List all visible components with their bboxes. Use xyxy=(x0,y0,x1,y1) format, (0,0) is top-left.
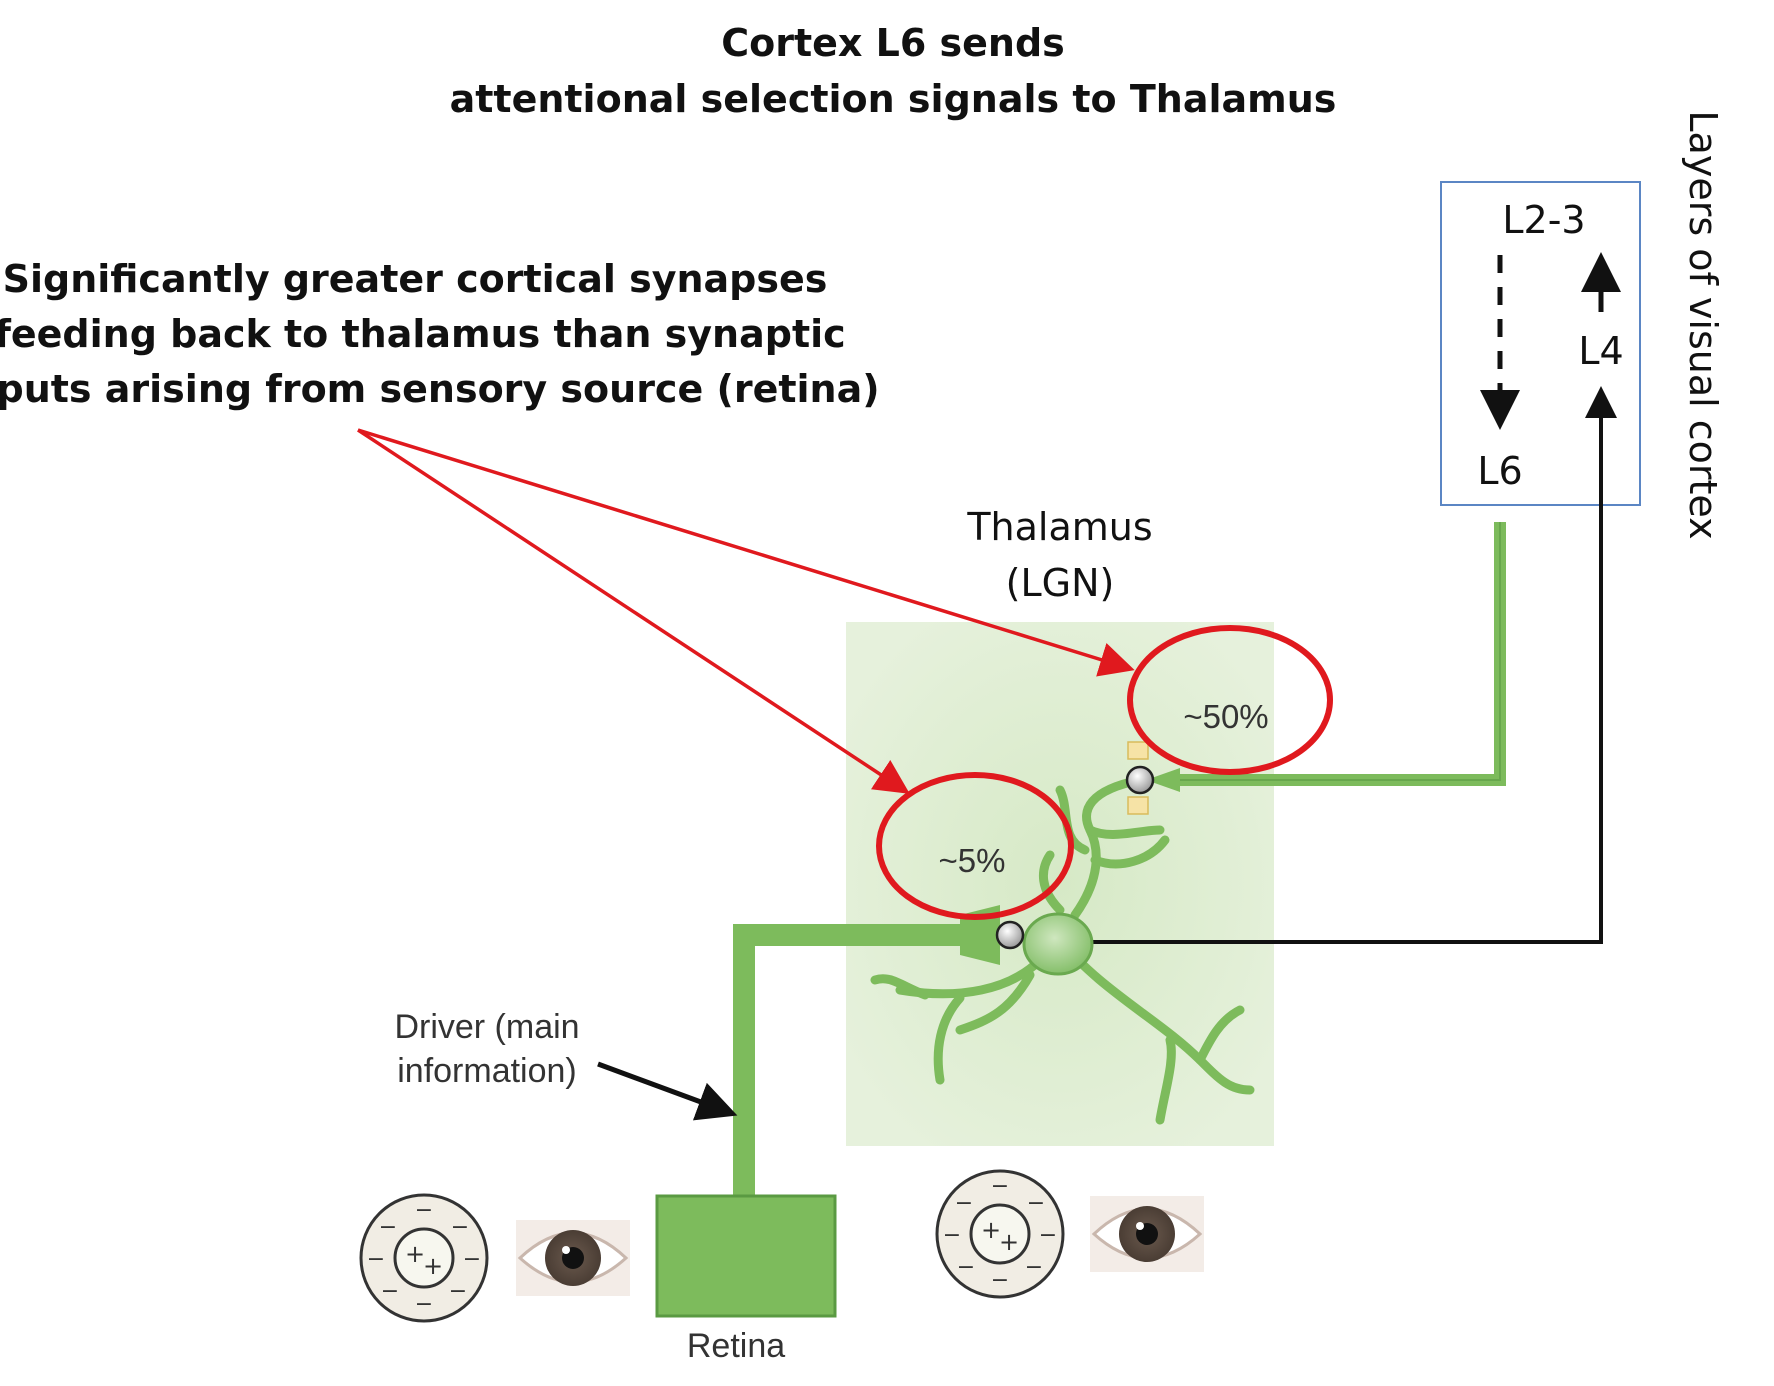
layer-l4-label: L4 xyxy=(1578,329,1623,373)
title-line-2: attentional selection signals to Thalamu… xyxy=(450,77,1337,121)
receptive-field-right-signs: + + − − − − − − − − xyxy=(943,1174,1057,1293)
layers-side-label: Layers of visual cortex xyxy=(1681,110,1725,539)
rf-right-surround-minus-5: − xyxy=(1039,1223,1057,1248)
l6-feedback-axon-outline xyxy=(1180,522,1501,781)
retina-box xyxy=(655,1194,837,1318)
annotation-line-2: feeding back to thalamus than synaptic xyxy=(0,312,846,356)
annotation-arrow-to-feedback xyxy=(357,428,1135,677)
driver-pointer-arrow xyxy=(597,1061,738,1121)
rf-left-surround-minus-5: − xyxy=(463,1247,481,1272)
feedback-synapse-marker-top xyxy=(1127,741,1149,760)
annotation-arrow-to-driver xyxy=(357,428,910,794)
rf-right-surround-minus-3: − xyxy=(1027,1191,1045,1216)
retinal-driver-percent: ~5% xyxy=(939,842,1006,879)
lgn-label: (LGN) xyxy=(1006,561,1115,605)
rf-left-surround-minus-6: − xyxy=(381,1279,399,1304)
driver-label-line-2: information) xyxy=(397,1052,577,1090)
annotation-line-3: inputs arising from sensory source (reti… xyxy=(0,367,880,411)
thalamus-label: Thalamus xyxy=(966,505,1152,549)
rf-left-surround-minus-2: − xyxy=(379,1215,397,1240)
rf-left-surround-minus-8: − xyxy=(415,1292,433,1317)
retinal-driver-highlight xyxy=(876,772,1074,920)
rf-left-center-plus-2: + xyxy=(423,1252,443,1280)
cortical-feedback-percent: ~50% xyxy=(1183,698,1268,735)
receptive-field-right xyxy=(935,1169,1065,1299)
relay-neuron-soma xyxy=(1022,912,1094,976)
layer-l23-label: L2-3 xyxy=(1502,198,1585,242)
rf-left-surround-minus-4: − xyxy=(367,1247,385,1272)
driver-label-line-1: Driver (main xyxy=(394,1008,579,1046)
rf-left-surround-minus-1: − xyxy=(415,1198,433,1223)
rf-right-surround-minus-8: − xyxy=(991,1268,1009,1293)
rf-right-surround-minus-2: − xyxy=(955,1191,973,1216)
rf-left-surround-minus-3: − xyxy=(451,1215,469,1240)
cortical-feedback-highlight xyxy=(1127,625,1333,775)
annotation-line-1: Significantly greater cortical synapses xyxy=(3,257,828,301)
title: Cortex L6 sends attentional selection si… xyxy=(450,21,1337,121)
retina-label: Retina xyxy=(687,1327,785,1365)
eye-icon xyxy=(1090,1196,1204,1272)
rf-right-surround-minus-6: − xyxy=(957,1255,975,1280)
driver-synapse-bouton xyxy=(995,920,1025,950)
rf-right-center-plus-2: + xyxy=(999,1228,1019,1256)
eye-icon xyxy=(516,1220,630,1296)
title-line-1: Cortex L6 sends xyxy=(721,21,1065,65)
retinal-driver-terminal xyxy=(960,905,1000,965)
annotation-note: Significantly greater cortical synapses … xyxy=(0,257,880,411)
rf-right-surround-minus-4: − xyxy=(943,1223,961,1248)
feedback-synapse-bouton xyxy=(1125,765,1155,795)
layer-l6-label: L6 xyxy=(1477,449,1522,493)
rf-left-surround-minus-7: − xyxy=(449,1279,467,1304)
cortex-layers-box xyxy=(1440,181,1641,506)
relay-to-l4-axon xyxy=(1090,386,1617,944)
rf-left-center-plus-1: + xyxy=(405,1240,425,1268)
rf-right-surround-minus-7: − xyxy=(1025,1255,1043,1280)
l6-feedback-terminal xyxy=(1146,768,1180,792)
retinal-driver-axon xyxy=(733,924,990,1200)
feedback-synapse-marker-bottom xyxy=(1127,796,1149,815)
receptive-field-left xyxy=(359,1193,489,1323)
receptive-field-left-signs: + + − − − − − − − − xyxy=(367,1198,481,1317)
rf-right-surround-minus-1: − xyxy=(991,1174,1009,1199)
rf-right-center-plus-1: + xyxy=(981,1216,1001,1244)
